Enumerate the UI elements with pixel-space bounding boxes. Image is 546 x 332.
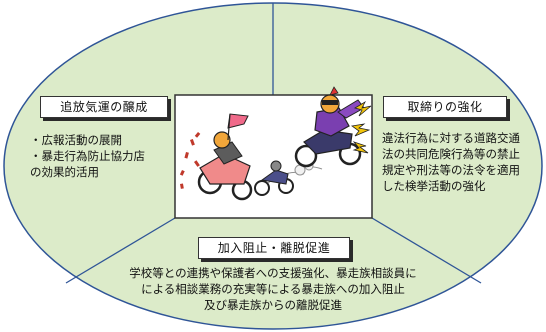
right-line-2: 法の共同危険行為等の禁止: [382, 147, 520, 161]
left-section-title: 追放気運の醸成: [40, 96, 168, 118]
left-section-text: ・広報活動の展開 ・暴走行為防止協力店 の効果的活用: [30, 132, 145, 180]
divider-bottom-left: [65, 217, 176, 284]
right-section-title: 取締りの強化: [383, 96, 507, 118]
bottom-line-3: 及び暴走族からの離脱促進: [204, 298, 342, 312]
rider-front-right: [294, 86, 365, 168]
right-line-4: した検挙活動の強化: [382, 179, 486, 193]
bottom-line-2: による相談業務の充実等による暴走族への加入阻止: [141, 282, 405, 296]
bottom-section-title: 加入阻止・離脱促進: [198, 237, 350, 259]
left-line-1: ・広報活動の展開: [30, 133, 122, 147]
right-line-3: 規定や刑法等の法令を適用: [382, 163, 520, 177]
left-line-2: ・暴走行為防止協力店: [30, 149, 145, 163]
rider-left: [197, 113, 253, 201]
bottom-line-1: 学校等との連携や保護者への支援強化、暴走族相談員に: [129, 266, 417, 280]
divider-bottom-right: [371, 217, 482, 284]
right-line-1: 違法行為に対する道路交通: [382, 131, 520, 145]
rider-middle: [254, 160, 294, 196]
right-section-text: 違法行為に対する道路交通 法の共同危険行為等の禁止 規定や刑法等の法令を適用 し…: [382, 130, 520, 194]
left-line-3: の効果的活用: [30, 165, 99, 179]
center-illustration: [174, 86, 373, 219]
bottom-section-text: 学校等との連携や保護者への支援強化、暴走族相談員に による相談業務の充実等による…: [0, 265, 546, 313]
